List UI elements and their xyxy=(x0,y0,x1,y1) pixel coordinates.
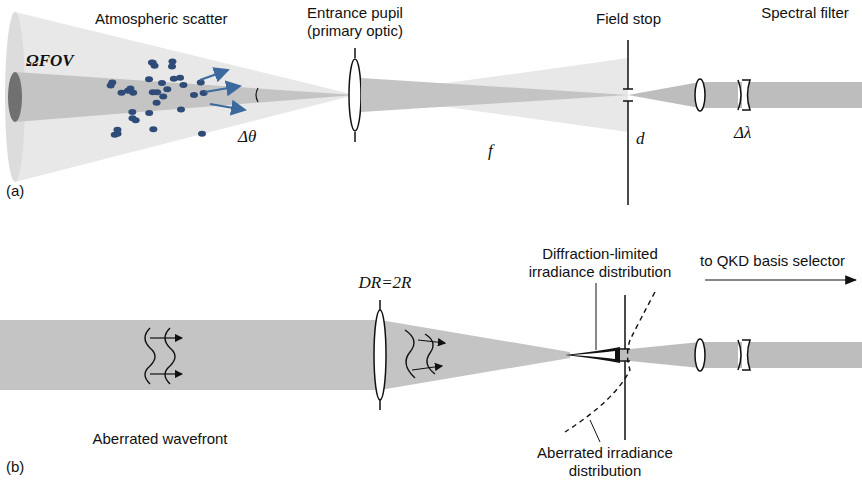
scatter-particle xyxy=(190,92,198,98)
symbol-label: DR=2R xyxy=(335,274,435,292)
part-label: to QKD basis selector xyxy=(700,252,860,270)
scatter-particle xyxy=(128,109,136,115)
scatter-particle xyxy=(177,106,185,112)
panel-label: (a) xyxy=(6,182,46,200)
scatter-particle xyxy=(132,117,140,123)
scatter-particle xyxy=(107,83,115,89)
scatter-particle xyxy=(149,89,157,95)
scatter-particle xyxy=(176,75,184,81)
scatter-particle xyxy=(114,131,122,137)
scatter-particle xyxy=(151,63,159,69)
symbol-label: f xyxy=(488,142,508,160)
symbol-label: Δλ xyxy=(734,124,774,142)
scatter-particle xyxy=(198,131,206,137)
scatter-particle xyxy=(158,80,166,86)
scatter-particle xyxy=(145,76,153,82)
scatter-particle xyxy=(126,85,134,91)
part-label: Diffraction-limited irradiance distribut… xyxy=(515,245,685,281)
scatter-particle xyxy=(163,86,171,92)
part-label: Spectral filter xyxy=(760,4,850,22)
part-label: Entrance pupil (primary optic) xyxy=(290,4,420,40)
symbol-label: Δθ xyxy=(238,128,278,146)
part-label: Atmospheric scatter xyxy=(95,10,265,28)
scatter-particle xyxy=(145,110,153,116)
scatter-particle xyxy=(153,100,161,106)
scatter-particle xyxy=(179,82,187,88)
symbol-label: d xyxy=(636,130,656,148)
panel-label: (b) xyxy=(6,458,46,476)
scatter-particle xyxy=(149,126,157,132)
scatter-particle xyxy=(159,93,167,99)
symbol-label: ΩFOV xyxy=(26,52,86,70)
part-label: Field stop xyxy=(596,10,696,28)
part-label: Aberrated wavefront xyxy=(60,430,260,448)
scatter-particle xyxy=(168,64,176,70)
part-label: Aberrated irradiance distribution xyxy=(520,444,690,480)
